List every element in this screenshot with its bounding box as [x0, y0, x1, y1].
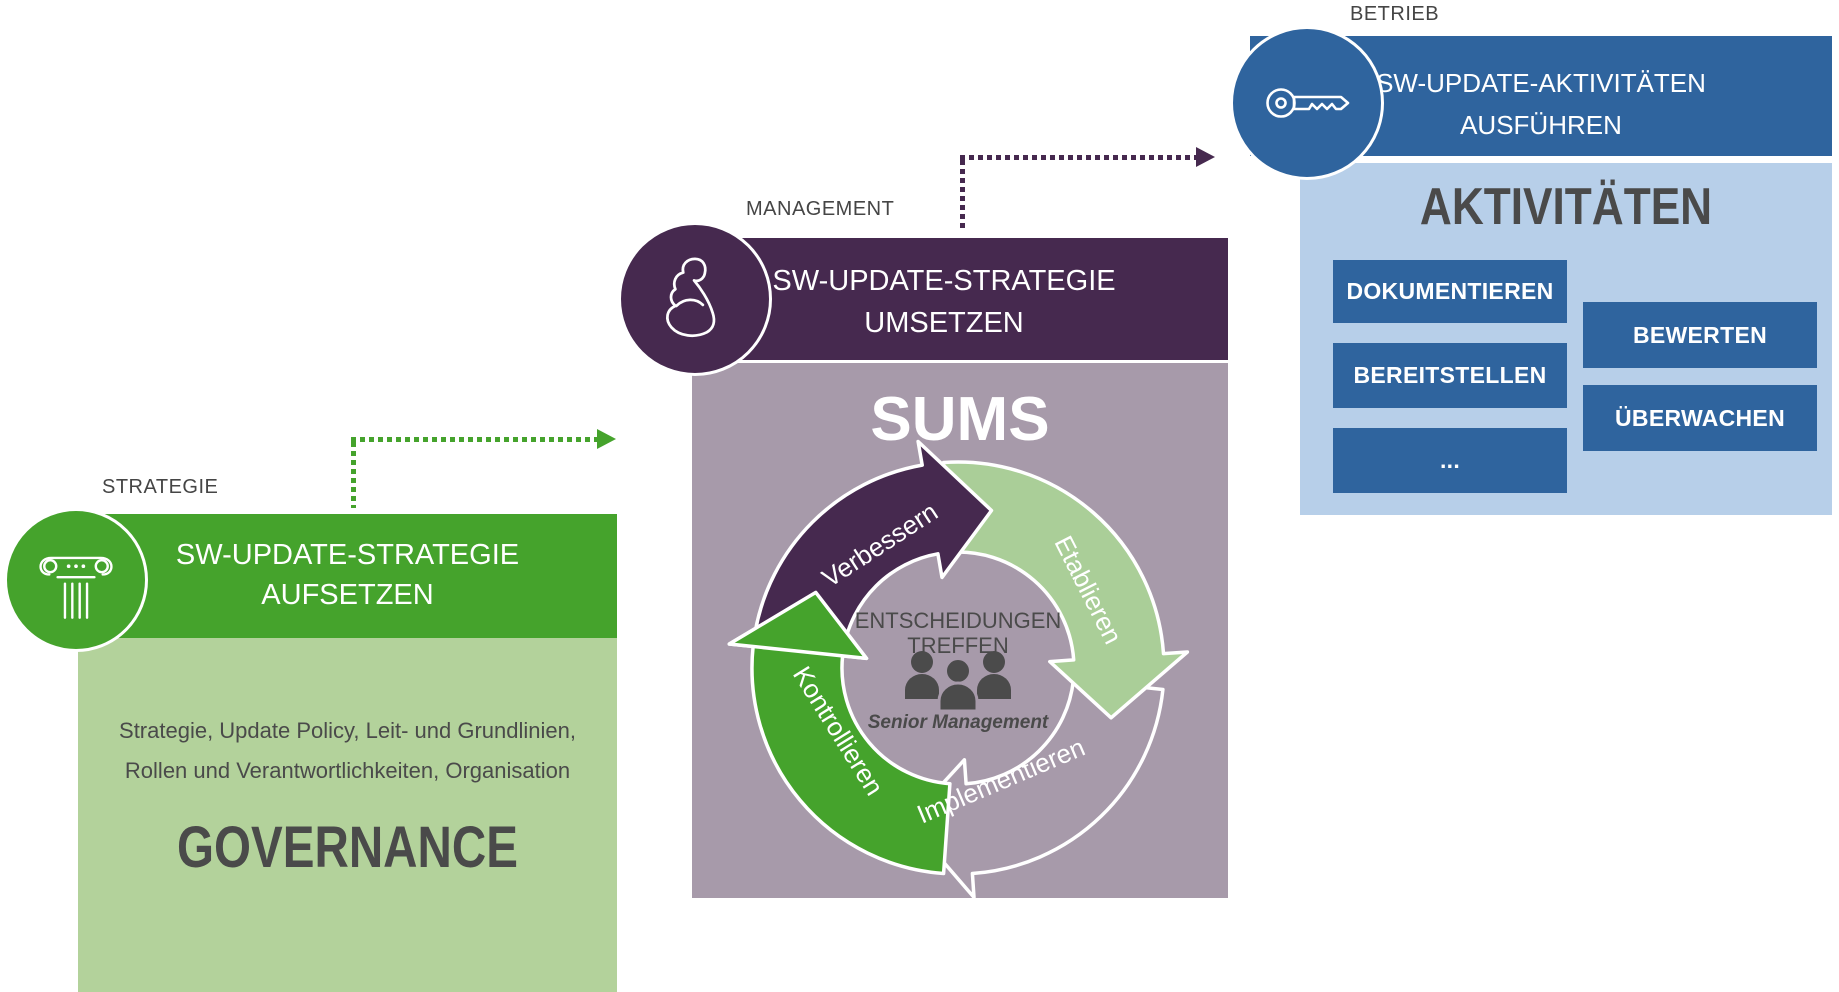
cycle-arrow-kontrollieren-head — [727, 590, 869, 661]
cycle-arrow-implementieren — [906, 678, 1165, 900]
stage-label-strategie: STRATEGIE — [102, 476, 219, 498]
betrieb-keyword: AKTIVITÄTEN — [1419, 178, 1713, 236]
activity-box-more: ... — [1333, 428, 1567, 493]
stage-label-management: MANAGEMENT — [746, 198, 895, 220]
strategie-title-line2: AUFSETZEN — [261, 579, 434, 611]
connector-strategie-management-horizontal — [351, 437, 597, 442]
strategie-header: SW-UPDATE-STRATEGIE AUFSETZEN — [78, 514, 617, 638]
column-icon — [30, 534, 122, 626]
activity-box-bewerten: BEWERTEN — [1583, 302, 1817, 368]
sums-cycle-diagram — [727, 439, 1190, 900]
stage-label-betrieb: BETRIEB — [1350, 3, 1440, 25]
connector-management-betrieb-arrowhead-icon — [1196, 147, 1215, 167]
cycle-center-line1: ENTSCHEIDUNGEN — [854, 608, 1062, 633]
connector-strategie-management-arrowhead-icon — [597, 429, 616, 449]
strategie-keyword: GOVERNANCE — [177, 815, 518, 880]
strategie-body: Strategie, Update Policy, Leit- und Grun… — [78, 638, 617, 992]
cycle-center-caption: Senior Management — [867, 712, 1049, 733]
activity-box-ueberwachen: ÜBERWACHEN — [1583, 385, 1817, 451]
connector-strategie-management-vertical — [351, 442, 356, 508]
management-keyword: SUMS — [870, 385, 1050, 454]
strategie-description-line2: Rollen und Verantwortlichkeiten, Organis… — [124, 758, 571, 783]
betrieb-body: AKTIVITÄTEN DOKUMENTIEREN BEREITSTELLEN … — [1300, 163, 1832, 515]
key-icon — [1257, 53, 1357, 153]
strategie-title-line1: SW-UPDATE-STRATEGIE — [175, 539, 520, 571]
cycle-arrow-etablieren — [941, 460, 1190, 720]
betrieb-icon-circle — [1230, 26, 1384, 180]
activity-box-bereitstellen: BEREITSTELLEN — [1333, 343, 1567, 408]
management-title-line1: SW-UPDATE-STRATEGIE — [772, 265, 1116, 297]
betrieb-title-line2: AUSFÜHREN — [1460, 110, 1622, 140]
bicep-icon — [646, 250, 744, 348]
betrieb-title-line1: SW-UPDATE-AKTIVITÄTEN — [1376, 68, 1706, 98]
activity-box-dokumentieren: DOKUMENTIEREN — [1333, 260, 1567, 323]
strategie-icon-circle — [4, 508, 148, 652]
connector-management-betrieb-vertical — [960, 160, 965, 228]
strategie-description-line1: Strategie, Update Policy, Leit- und Grun… — [119, 718, 576, 743]
people-icon — [900, 649, 1016, 713]
management-title-line2: UMSETZEN — [864, 307, 1024, 339]
management-icon-circle — [618, 222, 772, 376]
connector-management-betrieb-horizontal — [960, 155, 1196, 160]
